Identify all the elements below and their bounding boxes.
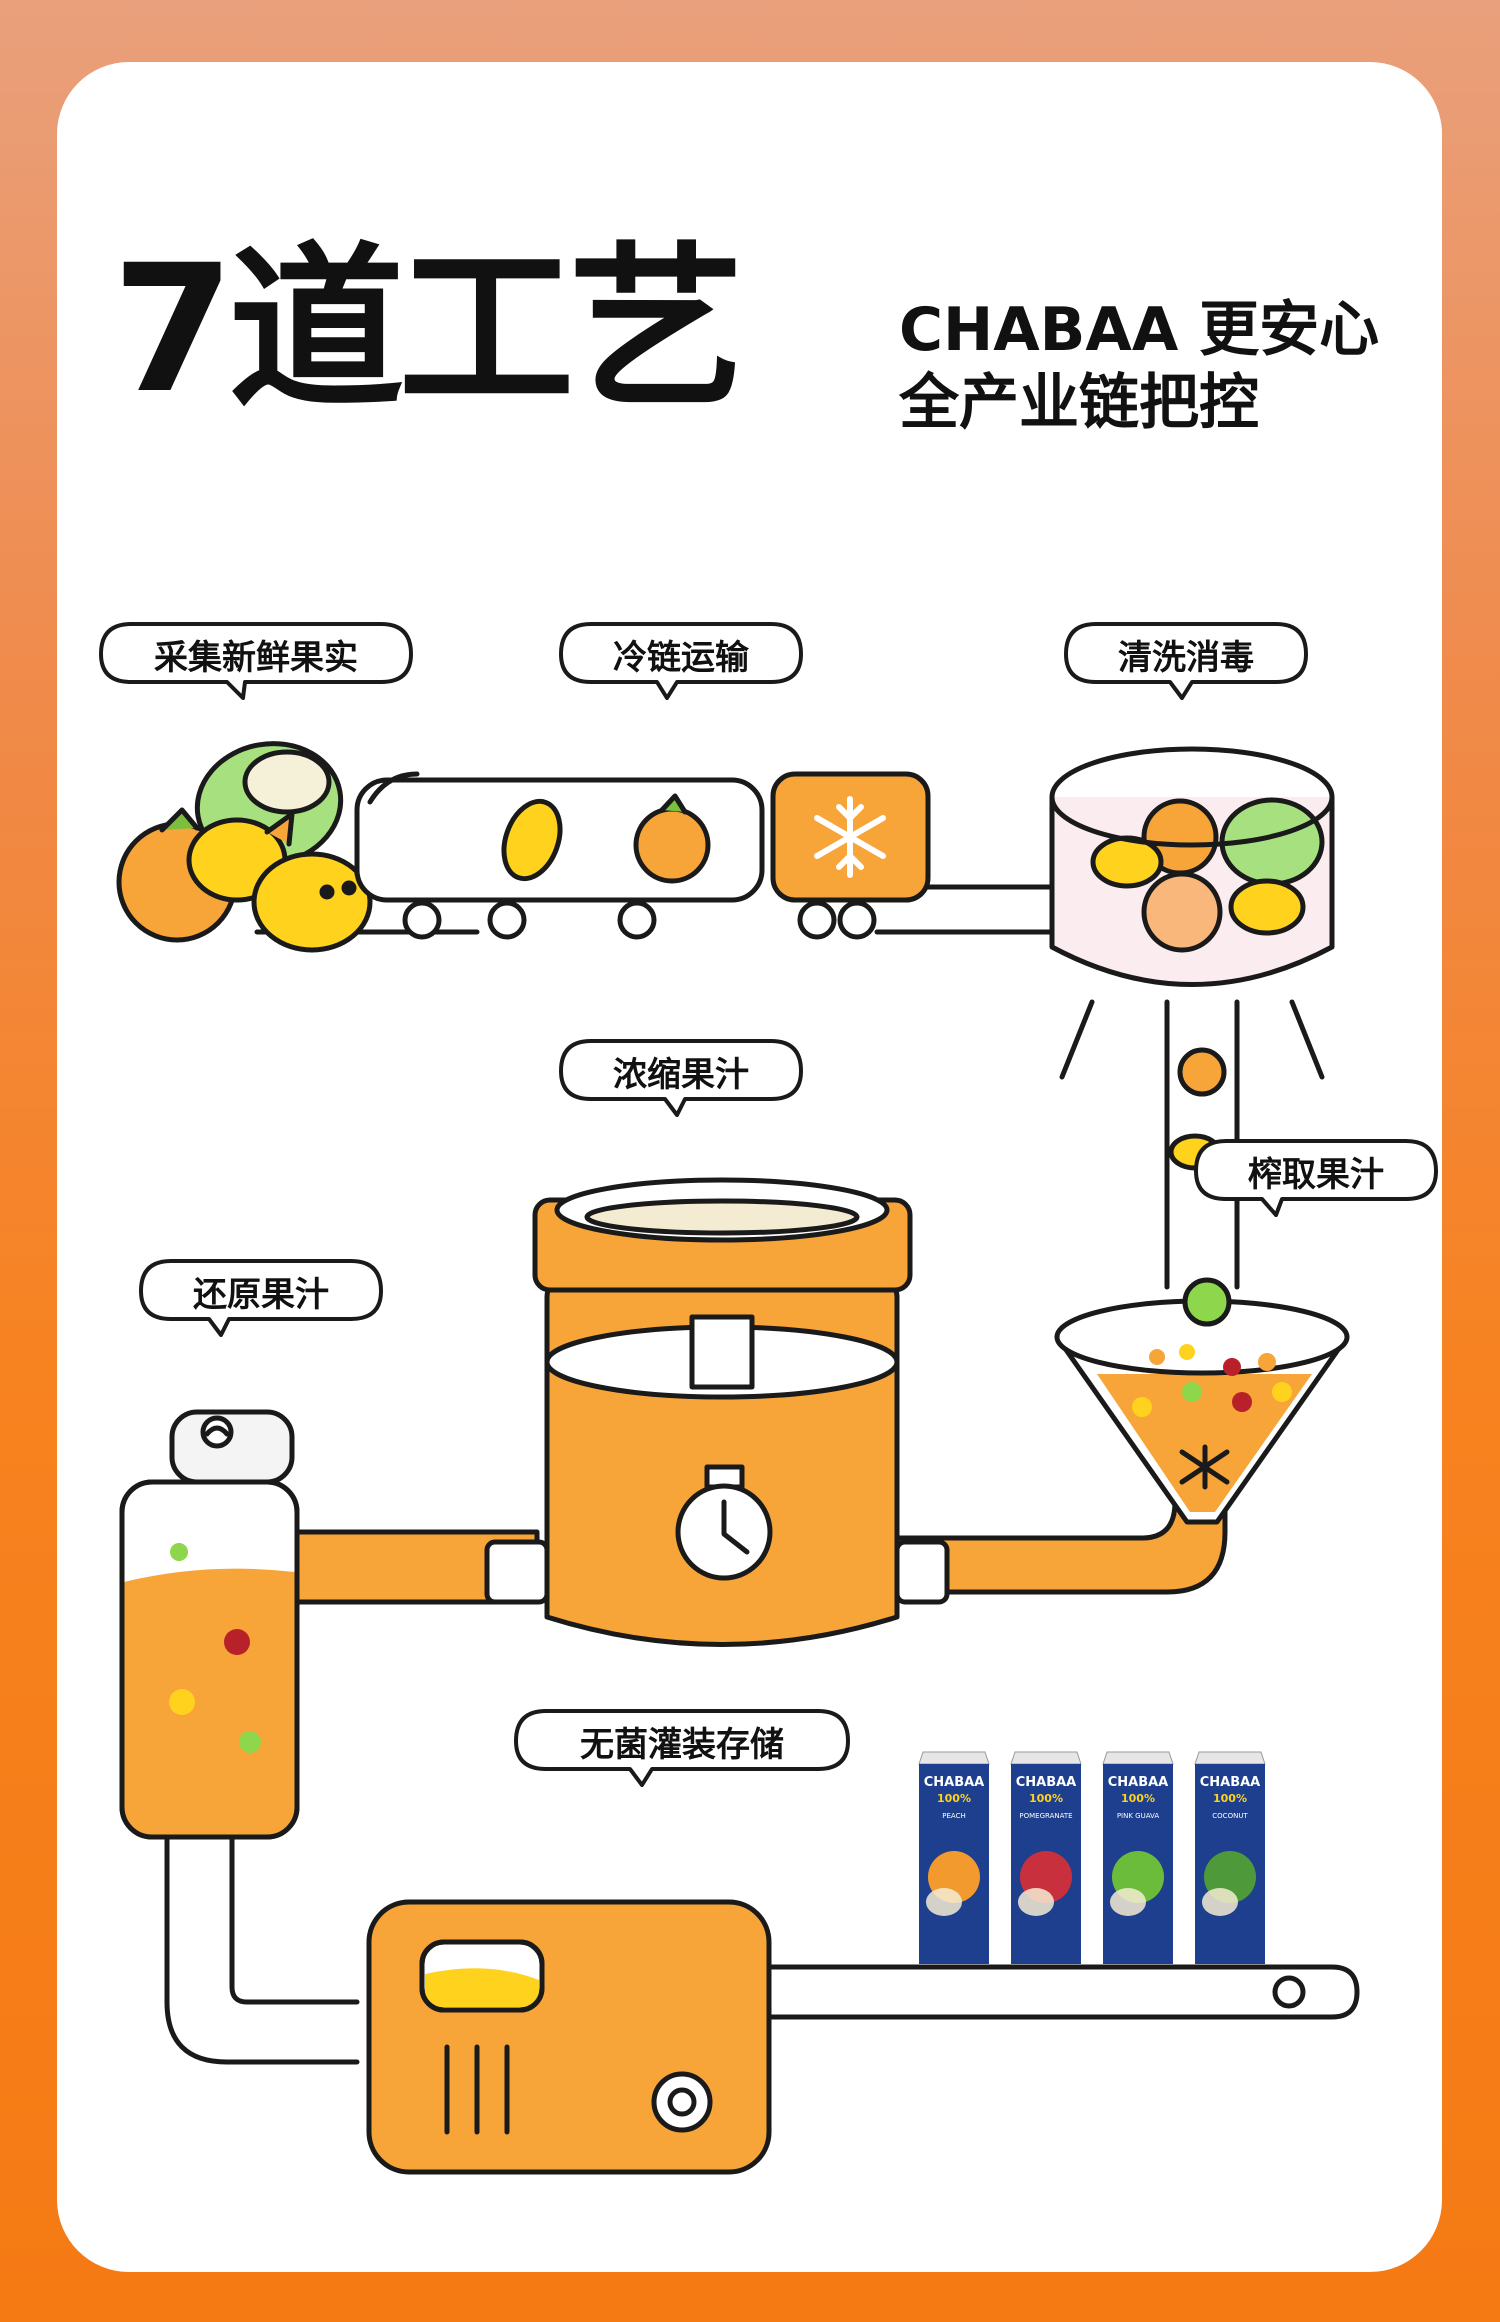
step-bubble-aseptic-filling: 无菌灌装存储	[512, 1707, 852, 1787]
carton-brand: CHABAA	[1200, 1775, 1261, 1790]
cold-chain-truck	[354, 771, 931, 940]
pipe-bottle-to-filler	[164, 1789, 360, 2065]
carton-flavor: COCONUT	[1212, 1812, 1248, 1820]
step-bubble-harvest: 采集新鲜果实	[97, 620, 415, 700]
carton-badge: 100%	[1029, 1792, 1063, 1805]
subtitle: CHABAA 更安心 全产业链把控	[899, 294, 1379, 440]
carton-badge: 100%	[937, 1792, 971, 1805]
step-label-reconstitute: 还原果汁	[193, 1275, 329, 1315]
concentrate-tank	[484, 1177, 950, 1647]
juice-carton: CHABAA 100% PEACH	[918, 1751, 990, 1964]
step-bubble-washing: 清洗消毒	[1062, 620, 1310, 700]
step-label-washing: 清洗消毒	[1118, 638, 1254, 678]
juice-carton: CHABAA 100% PINK GUAVA	[1102, 1751, 1174, 1964]
snowflake-icon	[814, 796, 886, 878]
aseptic-filler	[366, 1899, 1360, 2175]
falling-orange	[1177, 1047, 1227, 1097]
juice-bottle	[119, 1409, 300, 1840]
process-illustration: CHABAA100%PEACHCHABAA100%POMEGRANATECHAB…	[116, 741, 1360, 2175]
juicing-funnel	[1054, 1277, 1350, 1525]
subtitle-line-2: 全产业链把控	[899, 368, 1259, 439]
carton-badge: 100%	[1213, 1792, 1247, 1805]
step-bubble-juicing: 榨取果汁	[1192, 1137, 1440, 1217]
product-cartons: CHABAA100%PEACHCHABAA100%POMEGRANATECHAB…	[918, 1751, 1266, 1964]
step-label-concentrate: 浓缩果汁	[613, 1055, 749, 1095]
washing-tub	[1049, 746, 1335, 1080]
step-label-aseptic-filling: 无菌灌装存储	[580, 1725, 784, 1765]
juice-carton: CHABAA 100% POMEGRANATE	[1010, 1751, 1082, 1964]
step-label-cold-chain: 冷链运输	[613, 638, 749, 678]
carton-flavor: POMEGRANATE	[1019, 1812, 1072, 1820]
page-title: 7道工艺	[112, 227, 744, 432]
step-label-harvest: 采集新鲜果实	[154, 638, 358, 678]
carton-brand: CHABAA	[1108, 1775, 1169, 1790]
carton-brand: CHABAA	[1016, 1775, 1077, 1790]
step-bubble-reconstitute: 还原果汁	[137, 1257, 385, 1337]
carton-flavor: PINK GUAVA	[1117, 1812, 1160, 1820]
step-bubble-concentrate: 浓缩果汁	[557, 1037, 805, 1117]
subtitle-line-1: CHABAA 更安心	[899, 295, 1380, 365]
timer-gauge-icon	[675, 1464, 773, 1581]
step-label-juicing: 榨取果汁	[1248, 1155, 1384, 1195]
pipe-funnel-to-tank	[879, 1459, 1228, 1595]
carton-badge: 100%	[1121, 1792, 1155, 1805]
carton-brand: CHABAA	[924, 1775, 985, 1790]
juice-carton: CHABAA 100% COCONUT	[1194, 1751, 1266, 1964]
step-bubble-cold-chain: 冷链运输	[557, 620, 805, 700]
fruit-pile	[116, 741, 390, 953]
carton-flavor: PEACH	[942, 1812, 965, 1820]
